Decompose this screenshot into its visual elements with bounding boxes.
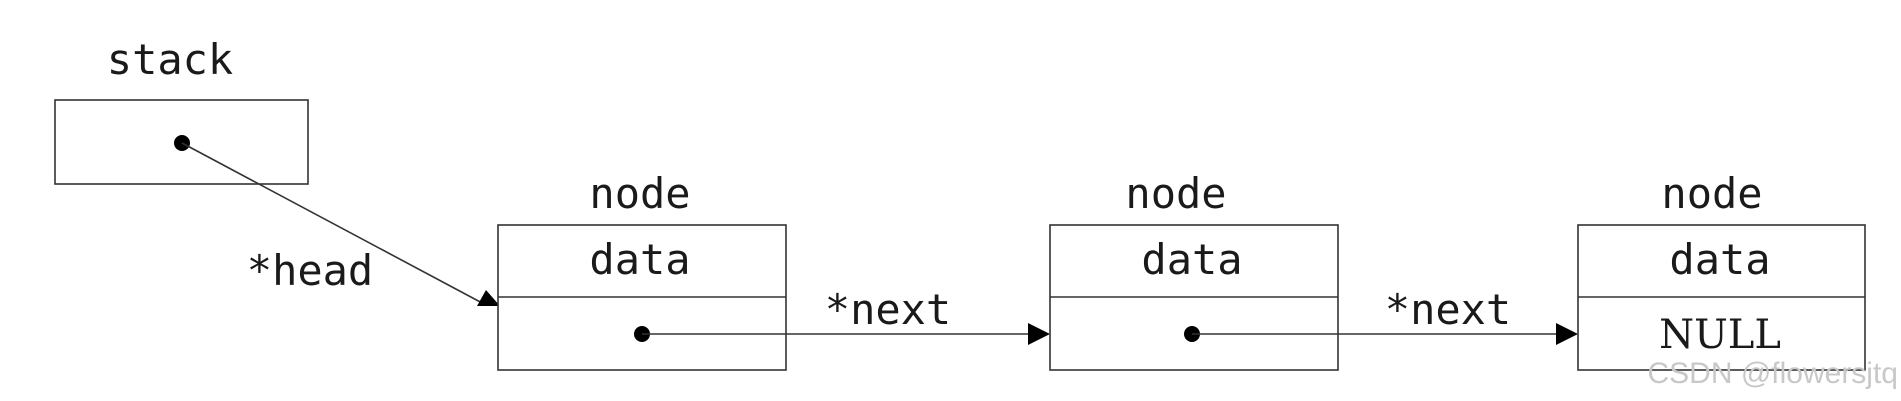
node-1-title: node	[589, 169, 690, 218]
csdn-watermark: CSDN @flowersjtq	[1647, 357, 1898, 390]
node-3-title: node	[1661, 169, 1762, 218]
node-1-data-label: data	[589, 235, 690, 284]
node-2-data-label: data	[1141, 235, 1242, 284]
next-pointer-arrowhead-1	[1028, 323, 1050, 345]
head-pointer-arrowhead	[477, 290, 500, 306]
node-3-null-label: NULL	[1659, 312, 1781, 358]
next-pointer-arrowhead-2	[1556, 323, 1578, 345]
head-pointer-label: *head	[247, 246, 373, 295]
next-pointer-label-2: *next	[1385, 285, 1511, 334]
node-2-title: node	[1125, 169, 1226, 218]
head-pointer-line	[181, 142, 485, 305]
next-pointer-label-1: *next	[825, 285, 951, 334]
stack-title: stack	[107, 35, 233, 84]
node-3-data-label: data	[1669, 235, 1770, 284]
